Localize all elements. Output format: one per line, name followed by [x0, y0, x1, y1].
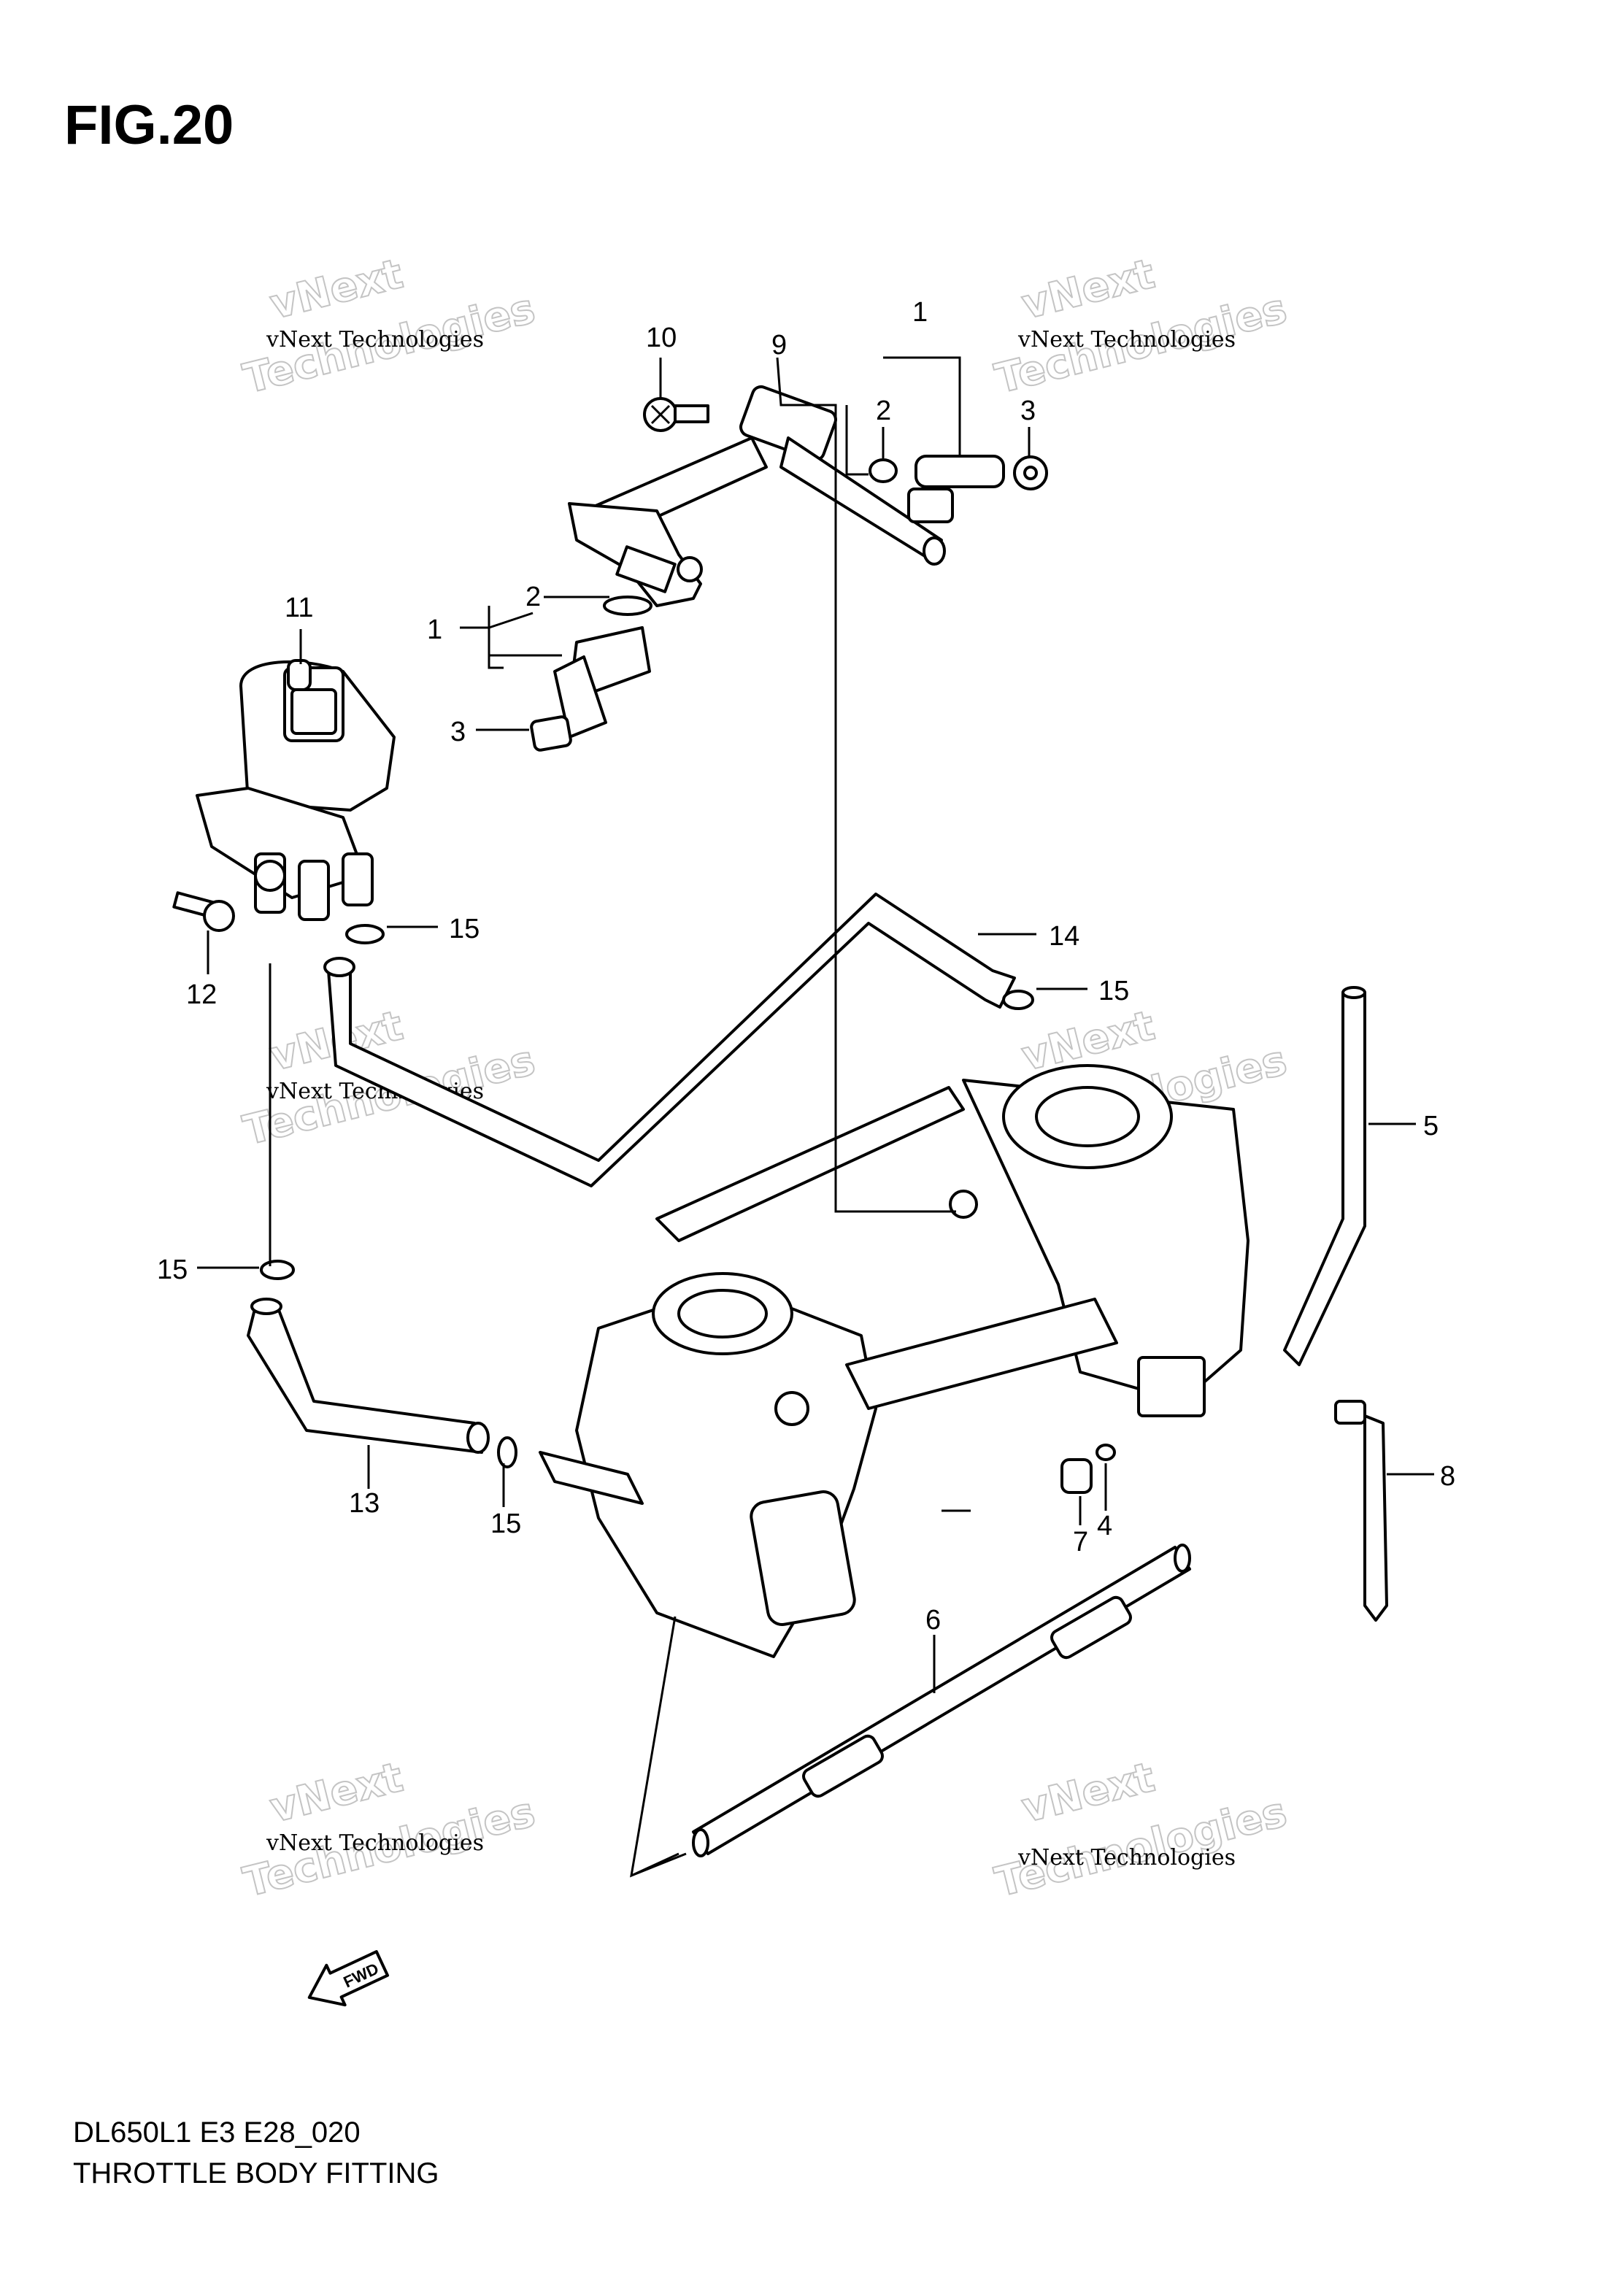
- callout-number: 4: [1097, 1511, 1112, 1541]
- callout-number: 14: [1049, 921, 1079, 952]
- figure-code: DL650L1 E3 E28_020: [73, 2116, 361, 2149]
- throttle-body: [539, 1064, 1250, 1658]
- watermark-line: vNext Technologies: [266, 1830, 484, 1856]
- callout-number: 7: [1073, 1527, 1088, 1557]
- cable-tie-8: [1334, 1400, 1388, 1622]
- callout-number: 9: [771, 330, 787, 361]
- clamp-15: [260, 1260, 295, 1280]
- callout-number: 3: [450, 717, 466, 747]
- callout-number: 15: [449, 914, 480, 944]
- watermark-line: vNext Technologies: [1017, 1845, 1236, 1871]
- callout-number: 11: [285, 593, 313, 623]
- fuel-delivery-pipe: [568, 385, 946, 607]
- hose-14: [327, 893, 1016, 1187]
- watermark-line: vNext Technologies: [266, 327, 484, 353]
- callout-number: 2: [525, 582, 541, 612]
- callout-number: 15: [1098, 976, 1129, 1006]
- fuel-injector-lower: [530, 596, 652, 752]
- watermark-big-top: vNext: [266, 1754, 408, 1833]
- clip-4: [1096, 1444, 1116, 1461]
- callout-number: 10: [646, 323, 677, 353]
- hose-5: [1283, 991, 1366, 1366]
- hose-13: [247, 1305, 483, 1454]
- callout-number: 1: [912, 297, 928, 328]
- figure-title: FIG.20: [64, 94, 234, 156]
- rod-6: [692, 1544, 1191, 1857]
- fuel-injector-upper: [869, 455, 1048, 523]
- cap-7: [1060, 1458, 1093, 1494]
- watermark-line: vNext Technologies: [1017, 327, 1236, 353]
- hose-5-end: [1341, 986, 1366, 999]
- callout-number: 3: [1020, 396, 1036, 426]
- screw-12: [172, 891, 235, 932]
- hose-14-end: [323, 957, 355, 977]
- watermark-big-top: vNext: [1017, 1754, 1160, 1833]
- callout-numbers: 10 9 1 2 3 2 1 3 11 12 15 14 15 5 15 13 …: [157, 297, 1455, 1636]
- fwd-arrow: FWD: [307, 1950, 390, 2007]
- callout-number: 15: [157, 1255, 188, 1285]
- clamp-15: [497, 1436, 517, 1468]
- isc-valve: [196, 659, 396, 921]
- clamp-15: [1002, 990, 1034, 1010]
- hose-13-end: [466, 1422, 490, 1454]
- callout-number: 13: [349, 1488, 380, 1519]
- watermark-big-top: vNext: [1017, 250, 1160, 329]
- callout-number: 6: [925, 1605, 941, 1636]
- clamp-15: [345, 924, 385, 944]
- leader-lines: [197, 356, 1434, 1878]
- bolt-10: [643, 397, 709, 432]
- watermark-big-top: vNext: [266, 250, 408, 329]
- hose-13-end: [250, 1298, 282, 1315]
- callout-number: 12: [186, 979, 217, 1010]
- callout-number: 8: [1440, 1461, 1455, 1492]
- callout-number: 1: [427, 615, 442, 645]
- figure-name: THROTTLE BODY FITTING: [73, 2157, 439, 2189]
- callout-number: 5: [1423, 1111, 1439, 1141]
- callout-number: 2: [876, 396, 891, 426]
- callout-number: 15: [490, 1509, 521, 1539]
